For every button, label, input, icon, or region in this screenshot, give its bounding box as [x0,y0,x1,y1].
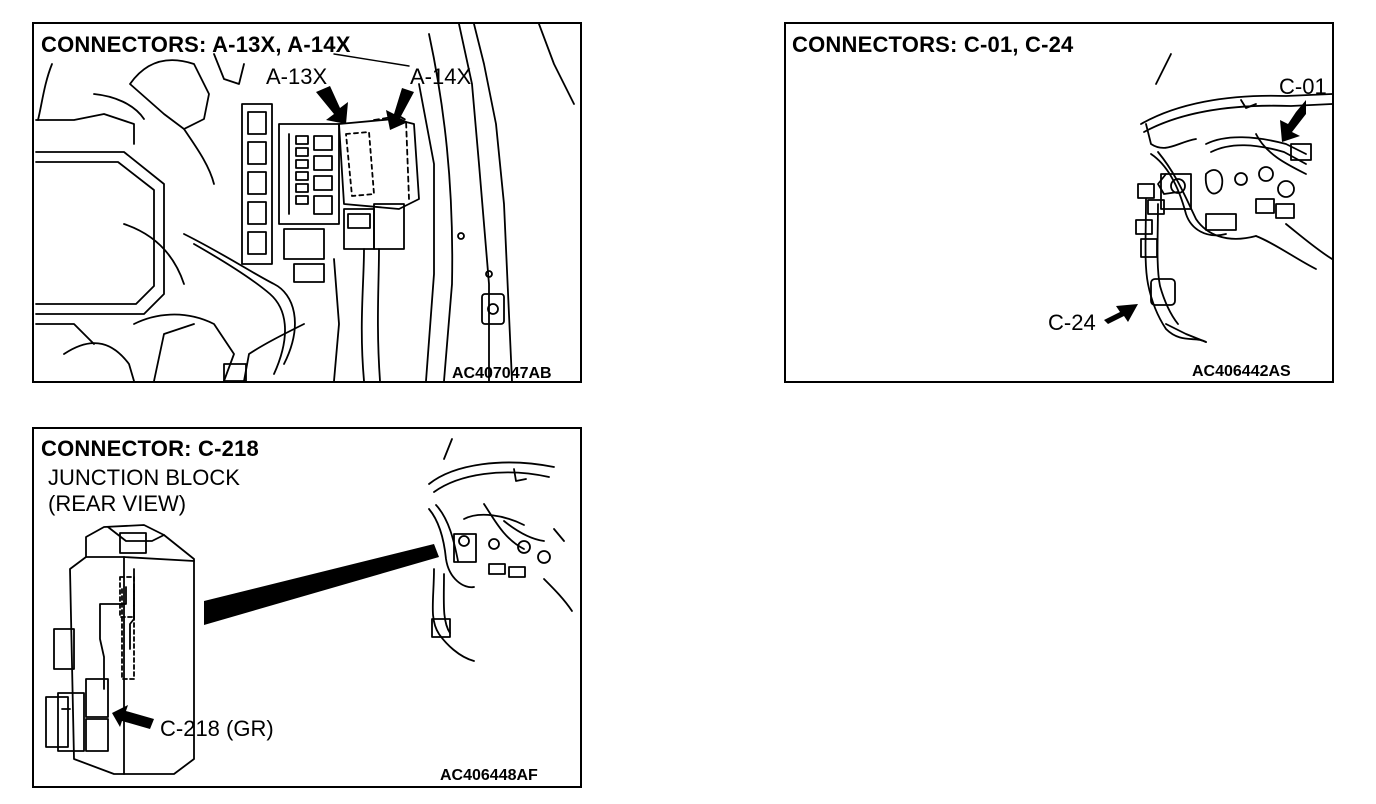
junction-connector-panel: CONNECTOR: C-218 JUNCTION BLOCK (REAR VI… [32,427,582,788]
engine-compartment-illustration [35,24,575,381]
dash-connector-panel: CONNECTORS: C-01, C-24 C-01 C-24 AC40644… [784,22,1334,383]
panel-title: CONNECTOR: C-218 [41,436,259,461]
callout-c01: C-01 [1279,74,1327,99]
callout-c24: C-24 [1048,310,1096,335]
callout-a14x: A-14X [410,64,472,89]
figure-code: AC406442AS [1192,363,1291,380]
junction-block-label: JUNCTION BLOCK [48,465,240,490]
dashboard-illustration [1104,53,1332,343]
callout-a13x: A-13X [266,64,328,89]
engine-connector-panel: CONNECTORS: A-13X, A-14X A-13X A-14X AC4… [32,22,582,383]
callout-c218: C-218 (GR) [160,716,274,741]
rear-view-label: (REAR VIEW) [48,491,187,516]
junction-block-illustration [45,438,573,775]
figure-code: AC406448AF [440,767,538,784]
panel-title: CONNECTORS: A-13X, A-14X [41,32,351,57]
figure-code: AC407047AB [452,365,552,382]
panel-title: CONNECTORS: C-01, C-24 [792,32,1074,57]
